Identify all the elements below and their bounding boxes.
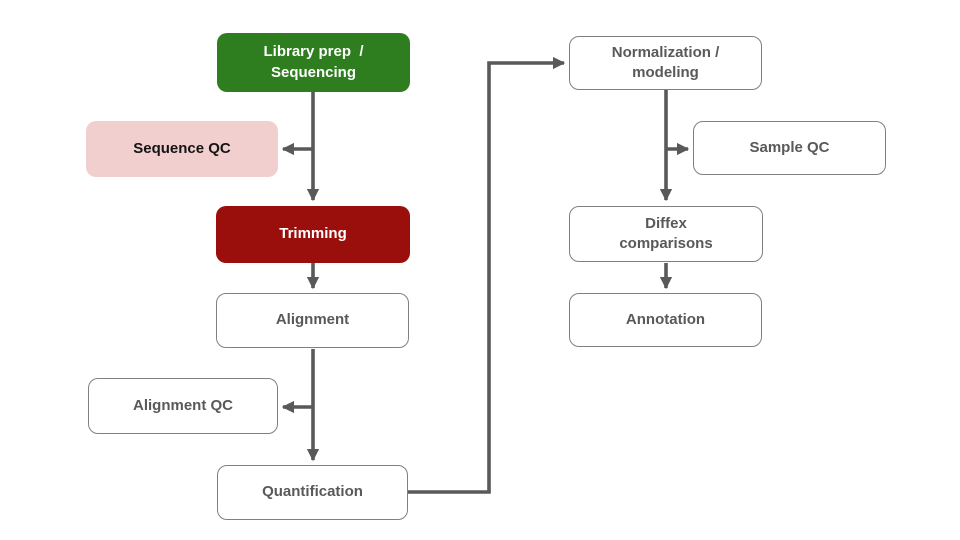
- node-trimming: Trimming: [216, 206, 410, 263]
- node-alignment: Alignment: [216, 293, 409, 348]
- node-sample-qc: Sample QC: [693, 121, 886, 175]
- node-label: Alignment: [275, 311, 350, 329]
- node-label: Trimming: [279, 225, 347, 243]
- node-label: Alignment QC: [133, 396, 233, 414]
- node-label: Quantification: [262, 483, 363, 501]
- node-label: Diffex comparisons: [619, 214, 713, 252]
- node-label: Annotation: [625, 310, 706, 328]
- node-annotation: Annotation: [569, 293, 762, 347]
- node-label: Library prep / Sequencing: [263, 43, 364, 81]
- node-alignment-qc: Alignment QC: [88, 378, 278, 434]
- edge-quantification-to-normalization: [408, 56, 566, 494]
- node-diffex-comparisons: Diffex comparisons: [569, 206, 763, 262]
- node-label: Normalization / modeling: [611, 43, 720, 81]
- node-label: Sequence QC: [133, 139, 231, 157]
- node-label: Sample QC: [749, 138, 830, 156]
- node-quantification: Quantification: [217, 465, 408, 520]
- node-sequence-qc: Sequence QC: [86, 121, 278, 177]
- node-normalization-modeling: Normalization / modeling: [569, 36, 762, 90]
- node-library-prep-sequencing: Library prep / Sequencing: [217, 33, 410, 92]
